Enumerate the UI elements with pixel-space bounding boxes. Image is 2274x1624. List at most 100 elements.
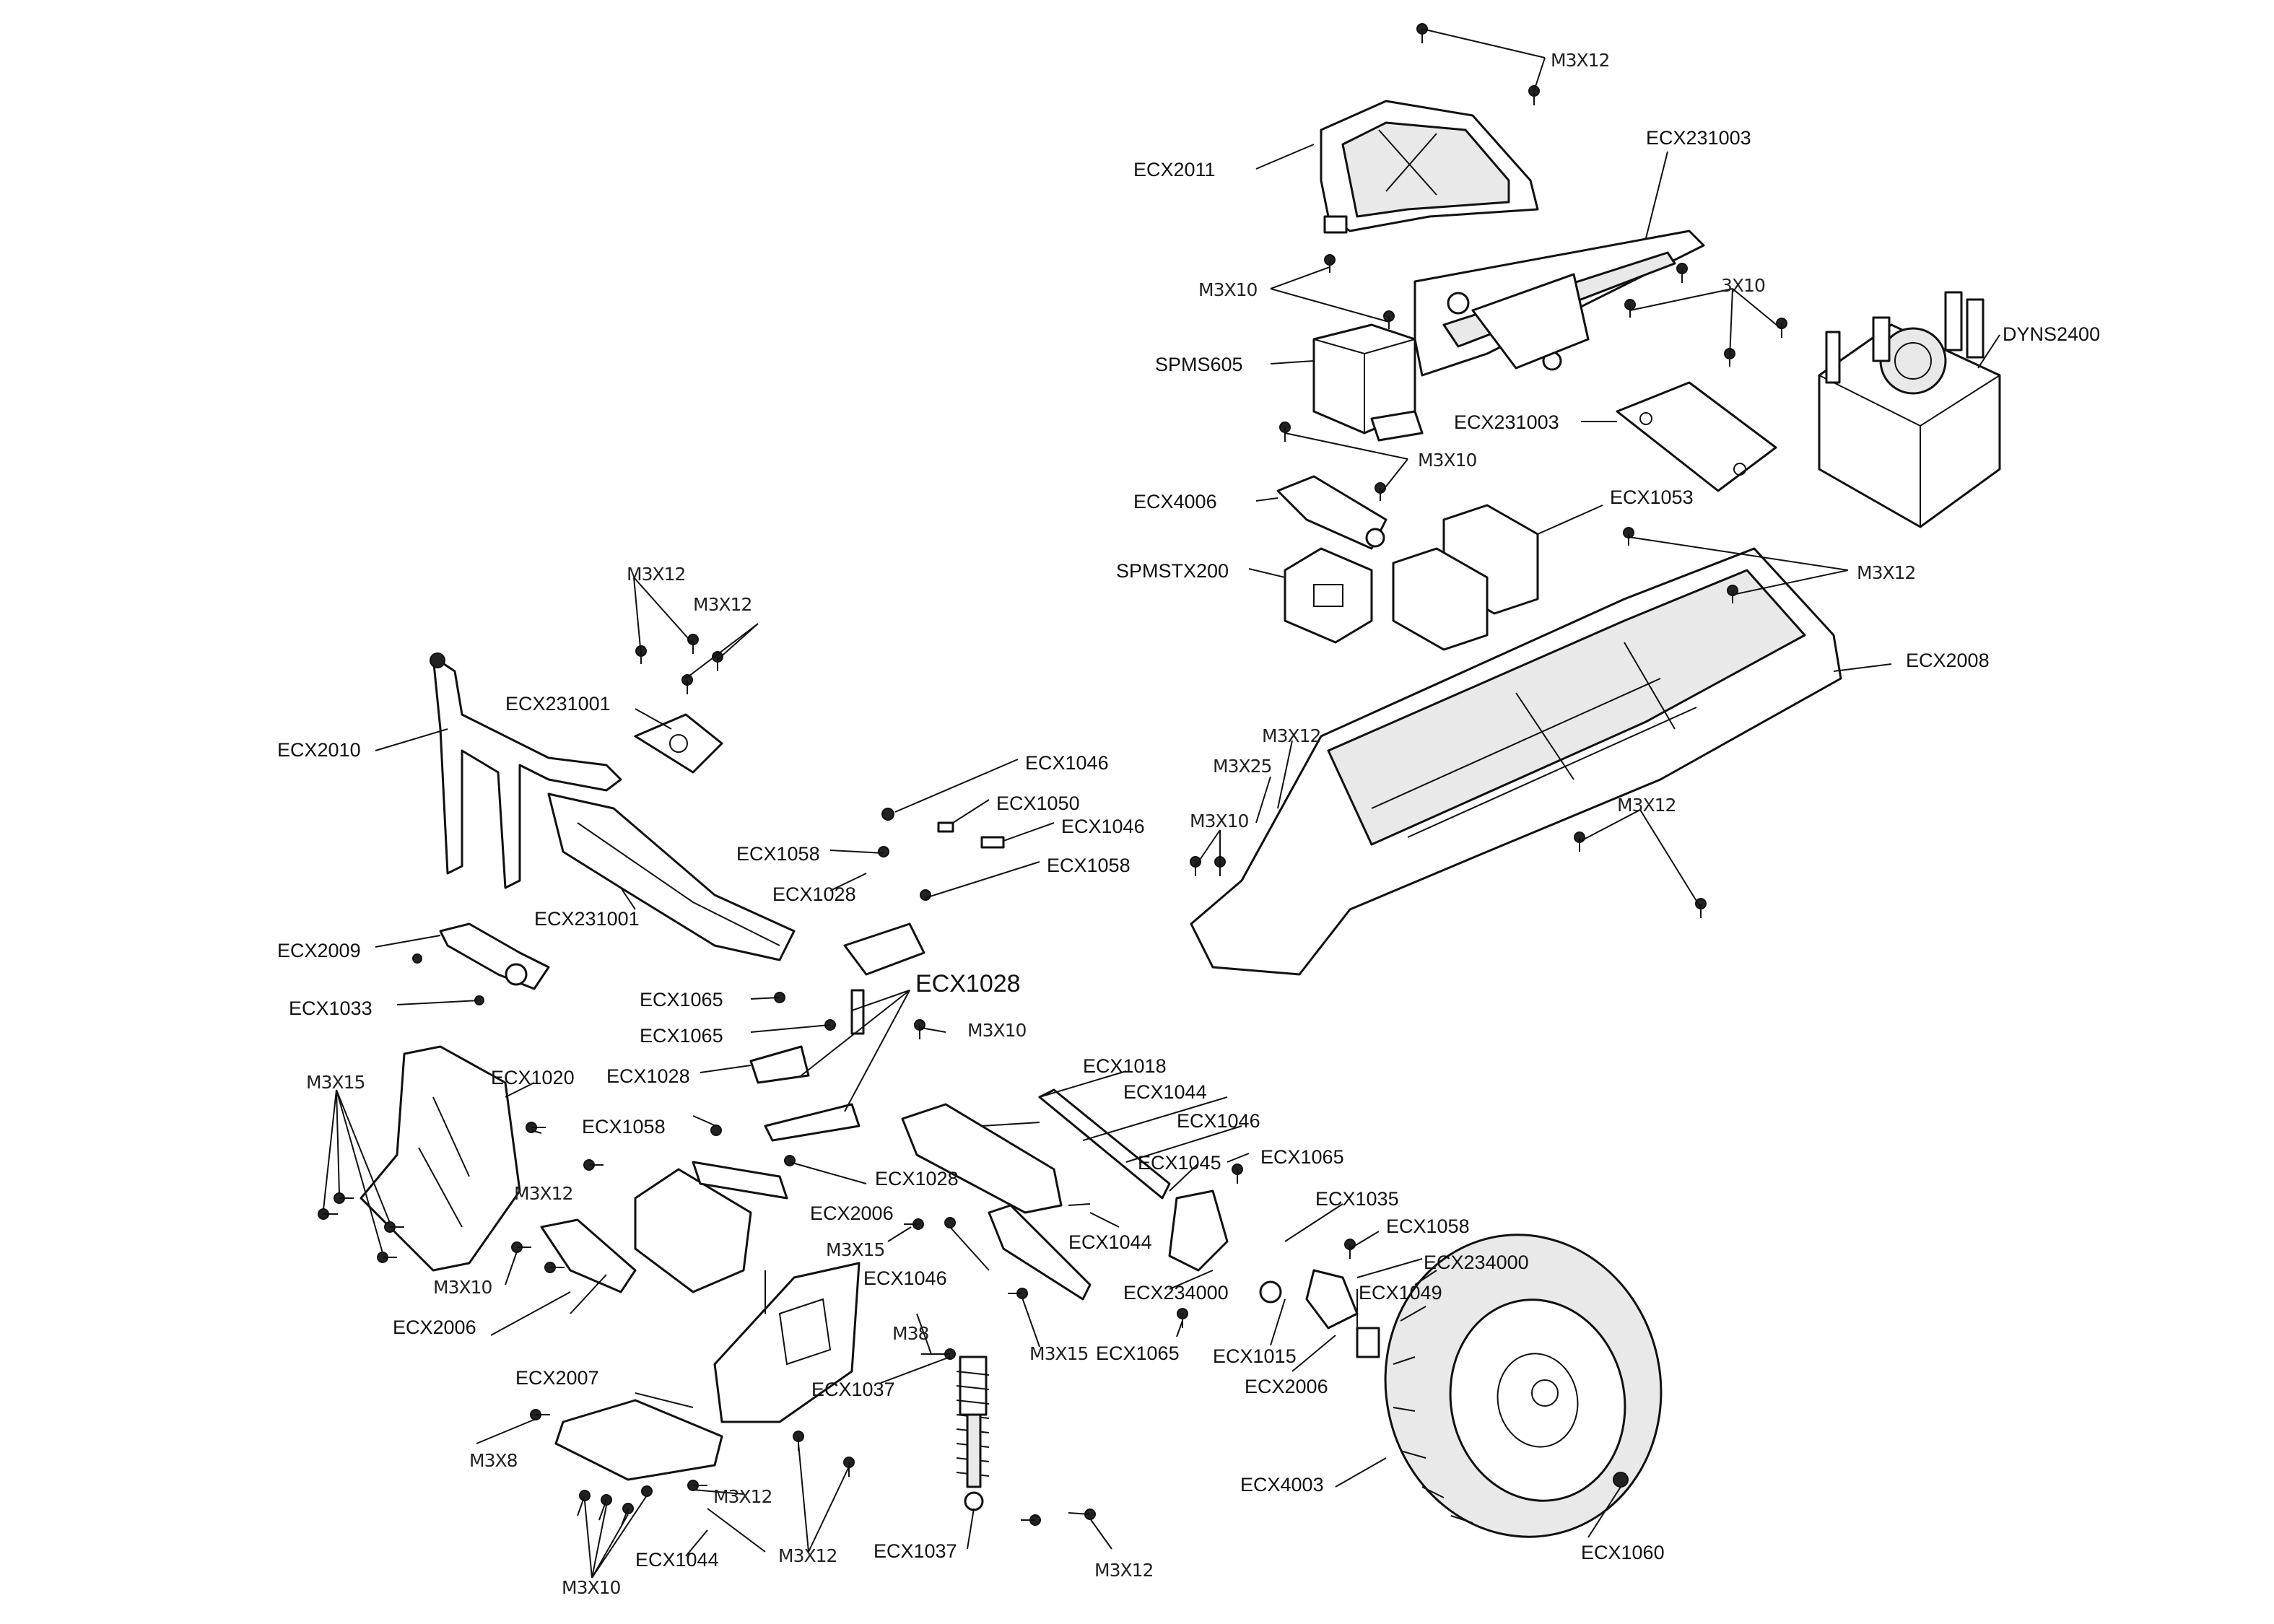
label-ecx1044-b: ECX1044	[1068, 1231, 1152, 1253]
rear-hub-part	[439, 922, 550, 990]
label-ecx1028-c: ECX1028	[875, 1168, 959, 1189]
label-ecx2010: ECX2010	[277, 739, 361, 761]
label-m3x10-c: M3X10	[1418, 450, 1477, 471]
label-ecx1046-c: ECX1046	[1177, 1110, 1260, 1132]
label-ecx1018: ECX1018	[1083, 1055, 1167, 1077]
label-m3x15-b: M3X15	[826, 1239, 884, 1260]
top-plate-part	[1413, 230, 1705, 377]
label-ecx1058-d: ECX1058	[1386, 1215, 1470, 1237]
main-chassis-part	[1190, 547, 1842, 976]
label-ecx1015: ECX1015	[1213, 1345, 1297, 1367]
rear-cover-part	[1320, 100, 1539, 234]
label-m3x12-bl1: M3X12	[627, 564, 685, 585]
label-ecx1058-b: ECX1058	[1047, 855, 1131, 876]
label-ecx1058-c: ECX1058	[582, 1116, 666, 1138]
label-ecx2008: ECX2008	[1906, 650, 1990, 671]
label-m3x10-a: M3X10	[1198, 279, 1258, 300]
label-m3x15-a: M3X15	[306, 1072, 365, 1093]
lower-arm-part	[988, 1204, 1092, 1301]
label-m3x10-chassis: M3X10	[1190, 811, 1249, 831]
label-ecx2011: ECX2011	[1133, 159, 1216, 180]
label-ecx2006-b: ECX2006	[393, 1317, 476, 1338]
label-ecx231001-b: ECX231001	[534, 908, 640, 930]
label-ecx2009: ECX2009	[277, 940, 361, 961]
label-ecx1058-a: ECX1058	[736, 843, 820, 865]
shock-absorber-part	[956, 1355, 990, 1511]
wing-mount-part	[430, 652, 622, 889]
label-m3x10-d: M3X10	[433, 1277, 492, 1298]
label-ecx1037-b: ECX1037	[874, 1540, 957, 1562]
label-m3x12-top: M3X12	[1551, 50, 1609, 71]
label-ecx1037-a: ECX1037	[811, 1379, 895, 1400]
wheel-tire-part	[1384, 1234, 1663, 1538]
label-ecx1045: ECX1045	[1138, 1152, 1221, 1174]
label-ecx1028-b: ECX1028	[606, 1065, 690, 1087]
label-m3x12-c: M3X12	[514, 1183, 572, 1204]
body-plate-part	[634, 713, 723, 774]
label-ecx1053: ECX1053	[1610, 486, 1694, 508]
label-spmstx200: SPMSTX200	[1116, 560, 1229, 582]
label-m3x10-b: 3X10	[1721, 275, 1765, 296]
label-ecx1046-b: ECX1046	[1061, 816, 1145, 837]
label-ecx231003-top: ECX231003	[1646, 127, 1751, 149]
label-ecx1065-d: ECX1065	[1096, 1343, 1180, 1364]
label-ecx1044-a: ECX1044	[1123, 1081, 1207, 1103]
receiver-plate-part	[1616, 381, 1777, 492]
label-ecx1050: ECX1050	[996, 793, 1080, 814]
label-ecx1033: ECX1033	[289, 997, 373, 1019]
label-ecx4003: ECX4003	[1240, 1474, 1324, 1496]
label-m3x12-e: M3X12	[778, 1545, 837, 1566]
label-ecx231001-a: ECX231001	[505, 693, 611, 715]
label-ecx1065-b: ECX1065	[640, 1025, 723, 1047]
label-m3x10-mid: M3X10	[967, 1020, 1027, 1041]
servo-part	[1312, 323, 1424, 442]
label-m3x12-right: M3X12	[1857, 562, 1915, 583]
label-ecx1065-c: ECX1065	[1260, 1146, 1344, 1168]
label-dyns2400: DYNS2400	[2003, 323, 2100, 345]
knuckle-part	[1168, 1189, 1380, 1358]
shock-tower-part	[360, 1045, 521, 1272]
label-ecx1060: ECX1060	[1581, 1542, 1665, 1563]
label-m3x10-e: M3X10	[562, 1577, 621, 1598]
part-labels: M3X12 ECX2011 ECX231003 M3X10 3X10 SPMS6…	[277, 50, 2100, 1598]
steering-linkage-part	[692, 922, 925, 1200]
leader-lines	[323, 28, 2000, 1579]
label-ecx1046-d: ECX1046	[863, 1267, 947, 1289]
label-ecx1044-c: ECX1044	[635, 1549, 719, 1571]
bumper-part	[547, 793, 796, 961]
label-m3x12-chassis2: M3X12	[1617, 795, 1676, 816]
label-m3x12-d: M3X12	[713, 1486, 772, 1507]
label-ecx1028-big: ECX1028	[915, 970, 1021, 997]
label-m3x8-a: M38	[892, 1323, 928, 1344]
label-ecx4006: ECX4006	[1133, 491, 1217, 512]
skid-plate-part	[554, 1262, 861, 1481]
label-spms605: SPMS605	[1155, 354, 1243, 375]
label-m3x12-chassis: M3X12	[1262, 725, 1320, 746]
label-ecx234000-b: ECX234000	[1123, 1282, 1229, 1304]
label-ecx2006-c: ECX2006	[1245, 1376, 1328, 1397]
label-ecx1020: ECX1020	[491, 1067, 575, 1088]
part-drawings	[318, 23, 2001, 1553]
label-ecx1046-a: ECX1046	[1025, 752, 1109, 774]
label-m3x12-f: M3X12	[1094, 1560, 1153, 1581]
label-ecx2007: ECX2007	[515, 1367, 599, 1389]
front-arm-part	[901, 1088, 1171, 1214]
esc-part	[1818, 291, 2001, 528]
battery-packs-part	[1392, 504, 1539, 651]
label-ecx1049: ECX1049	[1359, 1282, 1442, 1304]
label-ecx1035: ECX1035	[1315, 1188, 1399, 1210]
label-m3x8-b: M3X8	[469, 1450, 518, 1471]
servo-horn-part	[1276, 475, 1388, 550]
label-ecx234000-a: ECX234000	[1424, 1252, 1529, 1273]
label-m3x12-bl2: M3X12	[693, 594, 752, 615]
label-ecx1028-a: ECX1028	[772, 883, 856, 905]
bulkhead-part	[540, 1168, 752, 1293]
label-ecx2006-a: ECX2006	[810, 1202, 894, 1224]
label-m3x25: M3X25	[1213, 756, 1271, 777]
receiver-part	[1284, 547, 1373, 644]
label-ecx1065-a: ECX1065	[640, 989, 723, 1010]
label-ecx231003-mid: ECX231003	[1454, 411, 1559, 433]
label-m3x15-c: M3X15	[1029, 1343, 1088, 1364]
